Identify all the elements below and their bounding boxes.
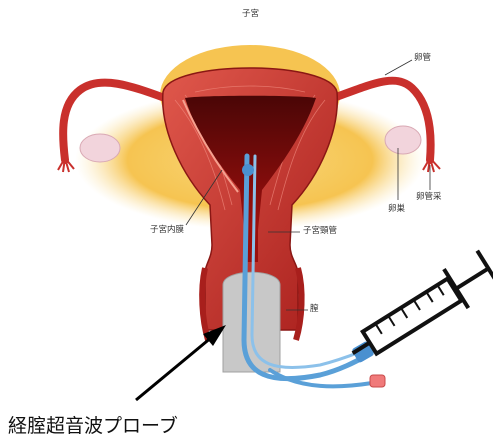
label-fimbria: 卵管采 [416, 193, 442, 202]
label-endometrium: 子宮内膜 [150, 226, 184, 235]
caption-probe: 経腟超音波プローブ [8, 411, 178, 438]
arrow-icon [136, 325, 226, 400]
label-cervical-canal: 子宮頸管 [303, 227, 337, 236]
label-vagina: 膣 [310, 305, 319, 314]
fimbria-right [423, 158, 440, 172]
ovary-right [385, 126, 421, 154]
catheter-connector [370, 375, 385, 387]
label-fallopian-tube: 卵管 [414, 54, 431, 63]
catheter-tip [242, 164, 254, 176]
fimbria-left [58, 158, 74, 172]
label-uterus: 子宮 [242, 10, 259, 19]
label-ovary: 卵巣 [388, 205, 405, 214]
ovary-left [80, 134, 120, 162]
